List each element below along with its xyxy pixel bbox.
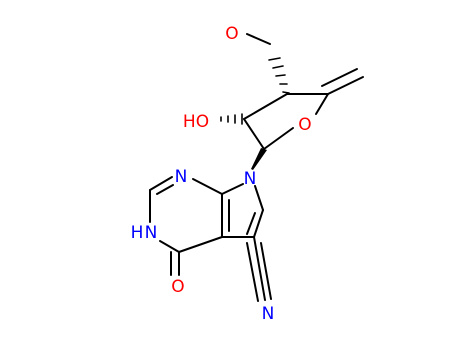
bond-methyl-o bbox=[246, 33, 271, 45]
bond-c2-c1 bbox=[243, 118, 265, 150]
bond-n7-c6 bbox=[254, 185, 264, 211]
bond-c4-c4a bbox=[178, 236, 223, 253]
n7-label: N bbox=[244, 169, 257, 189]
bond-n1-c2 bbox=[149, 176, 173, 191]
bond-c4-ch2-a bbox=[327, 76, 364, 95]
bond-c4-ch2-b bbox=[321, 68, 358, 87]
n3-label: N bbox=[145, 223, 158, 243]
methoxy-oxygen-label: O bbox=[225, 24, 238, 44]
ring-oxygen-label: O bbox=[298, 115, 311, 135]
bond-c6-c5 bbox=[253, 209, 264, 238]
bond-n7-c7a bbox=[221, 183, 244, 195]
triple-bond-nitrile bbox=[246, 236, 272, 302]
n1-label: N bbox=[175, 167, 188, 187]
bond-c3-c2 bbox=[243, 93, 288, 120]
bond-c6-c5-inner bbox=[246, 212, 256, 235]
hydroxyl-label: HO bbox=[183, 112, 209, 132]
hashed-bond-c3-o bbox=[268, 57, 290, 94]
nitrile-nitrogen-label: N bbox=[262, 304, 275, 324]
bond-o4-c1 bbox=[263, 127, 294, 150]
hashed-bond-c2-oh bbox=[220, 113, 243, 125]
bond-c7a-n1 bbox=[192, 178, 223, 195]
bond-c4-o4 bbox=[315, 93, 329, 115]
n3-hydrogen-label: H bbox=[131, 223, 144, 243]
carbonyl-oxygen-label: O bbox=[171, 277, 184, 297]
bond-n3-c4 bbox=[159, 240, 180, 253]
wedge-bond-c1-n7 bbox=[251, 148, 267, 170]
bond-n1-c2-inner bbox=[156, 184, 174, 195]
